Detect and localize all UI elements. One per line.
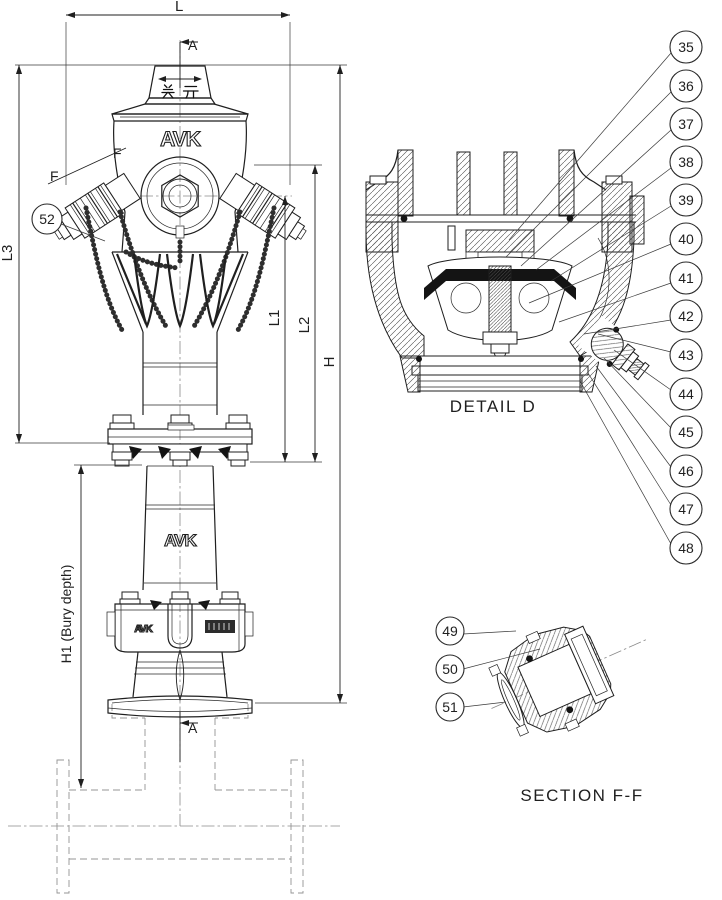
hydrant-elevation: AVK [53, 65, 307, 718]
dim-H-label: H [321, 357, 338, 368]
o-ring-left [400, 215, 408, 222]
side-nozzle-left [53, 172, 141, 241]
balloon-52: 52 [31, 203, 106, 242]
svg-text:36: 36 [678, 78, 694, 94]
balloon-41: 41 [669, 261, 703, 295]
svg-text:40: 40 [678, 231, 694, 247]
base-flange [107, 695, 253, 718]
svg-text:51: 51 [442, 699, 458, 715]
balloon-40: 40 [669, 222, 703, 256]
section-f-marker: F F [47, 145, 127, 185]
svg-text:49: 49 [442, 623, 458, 639]
svg-text:43: 43 [678, 347, 694, 363]
balloon-37: 37 [669, 107, 703, 141]
detail-d-balloons: 35 36 37 38 39 40 41 42 43 44 45 46 47 4… [505, 30, 703, 565]
balloon-47: 47 [669, 492, 703, 526]
svg-text:35: 35 [678, 39, 694, 55]
section-ff-balloons: 49 50 51 [435, 616, 541, 722]
cap-chains [83, 205, 277, 333]
pumper-nozzle [140, 156, 220, 239]
svg-text:46: 46 [678, 463, 694, 479]
balloon-38: 38 [669, 145, 703, 179]
breakable-flange [107, 414, 253, 467]
fluted-collar [111, 251, 249, 333]
lower-neck [132, 649, 228, 702]
avk-logo-socket: AVK [134, 624, 153, 635]
detail-d-title: DETAIL D [450, 397, 537, 416]
balloon-44: 44 [669, 377, 703, 411]
balloon-43: 43 [669, 338, 703, 372]
dimensions: L L3 L1 L2 H H1 (Bury depth) A A F F 52 [0, 0, 347, 788]
balloon-50: 50 [435, 654, 465, 684]
lower-barrel: AVK [142, 465, 218, 591]
socket-coupling: AVK [106, 591, 254, 653]
balloon-39: 39 [669, 183, 703, 217]
svg-text:44: 44 [678, 386, 694, 402]
svg-text:41: 41 [678, 270, 694, 286]
dim-L3-label: L3 [0, 245, 16, 262]
svg-text:45: 45 [678, 424, 694, 440]
svg-text:47: 47 [678, 501, 694, 517]
section-ff-view: SECTION F-F 49 50 51 [435, 616, 647, 805]
svg-text:37: 37 [678, 116, 694, 132]
dim-L2-label: L2 [296, 317, 313, 334]
section-f-label-right: F [113, 145, 122, 161]
section-a-label-bottom: A [188, 720, 198, 736]
balloon-42: 42 [669, 299, 703, 333]
svg-text:42: 42 [678, 308, 694, 324]
svg-text:38: 38 [678, 154, 694, 170]
dim-L-label: L [175, 0, 183, 15]
section-a-marker-top: A [179, 37, 198, 88]
svg-text:39: 39 [678, 192, 694, 208]
svg-text:50: 50 [442, 661, 458, 677]
balloon-52-number: 52 [39, 211, 55, 227]
dim-L1-label: L1 [266, 310, 283, 327]
balloon-46: 46 [669, 454, 703, 488]
flange-nuts-bottom [111, 451, 249, 467]
balloon-51: 51 [435, 692, 465, 722]
detail-d-view: DETAIL D [365, 149, 656, 416]
o-ring-right [566, 215, 574, 222]
upper-barrel [142, 332, 218, 415]
section-ff-title: SECTION F-F [520, 786, 643, 805]
centerlines [8, 40, 340, 827]
rating-plate [205, 620, 235, 633]
balloon-45: 45 [669, 415, 703, 449]
main-valve-rubber-seal [424, 269, 576, 300]
balloon-48: 48 [669, 531, 703, 565]
section-a-label-top: A [188, 37, 198, 53]
section-a-marker-bottom: A [179, 712, 198, 762]
dim-H1-label: H1 (Bury depth) [58, 565, 74, 664]
avk-logo: AVK [160, 128, 201, 151]
balloon-35: 35 [669, 30, 703, 64]
balloon-36: 36 [669, 69, 703, 103]
svg-text:48: 48 [678, 540, 694, 556]
balloon-49: 49 [435, 616, 465, 646]
avk-logo-lower: AVK [164, 531, 197, 550]
section-f-label-left: F [50, 168, 59, 184]
close-open-chinese-marking-icon [161, 84, 199, 99]
